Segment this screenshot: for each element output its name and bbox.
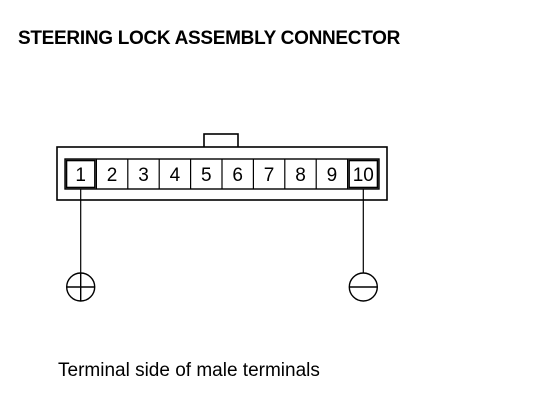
pin-10-highlight	[348, 159, 379, 189]
pin-3-label: 3	[138, 165, 149, 186]
diagram-title: STEERING LOCK ASSEMBLY CONNECTOR	[18, 28, 401, 49]
pin-4-label: 4	[170, 165, 181, 186]
pin-7-label: 7	[264, 165, 275, 186]
diagram-caption: Terminal side of male terminals	[58, 360, 320, 381]
pin-1-highlight	[65, 159, 96, 189]
plus-icon	[65, 272, 96, 302]
minus-icon	[348, 272, 378, 302]
pin-10-label: 10	[353, 165, 374, 186]
pin-8-label: 8	[295, 165, 306, 186]
connector-lock-tab	[203, 133, 239, 149]
pin-2-label: 2	[107, 165, 118, 186]
pin-9-label: 9	[327, 165, 338, 186]
pin-6-label: 6	[232, 165, 243, 186]
pin-5-label: 5	[201, 165, 212, 186]
pin-1-label: 1	[75, 165, 86, 186]
